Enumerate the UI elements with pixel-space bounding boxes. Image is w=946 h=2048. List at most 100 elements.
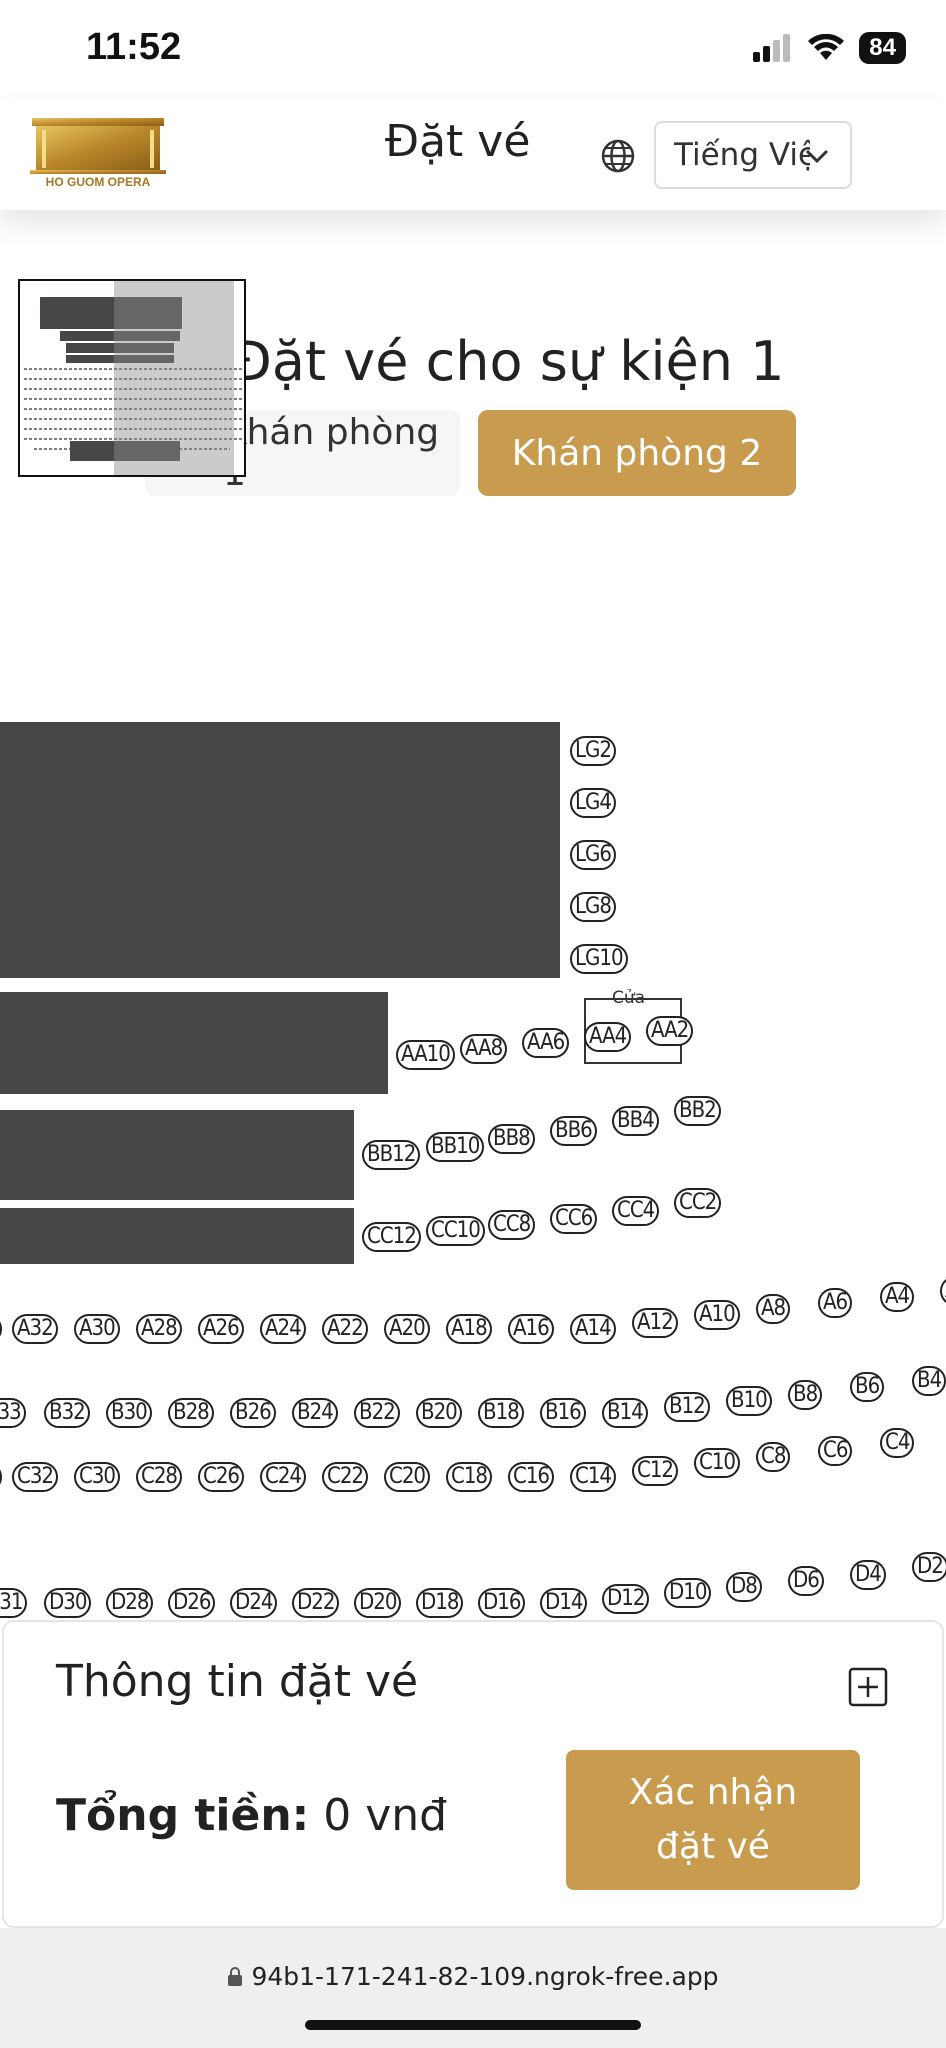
seat-d6[interactable]: D6 bbox=[788, 1566, 824, 1596]
seat-b10[interactable]: B10 bbox=[726, 1386, 772, 1416]
seat-c30[interactable]: C30 bbox=[74, 1462, 121, 1492]
seat-a4[interactable]: A4 bbox=[880, 1282, 915, 1312]
seat-cc12[interactable]: CC12 bbox=[362, 1222, 421, 1252]
seat-bb10[interactable]: BB10 bbox=[426, 1132, 485, 1162]
seat-c32[interactable]: C32 bbox=[12, 1462, 59, 1492]
seat-d20[interactable]: D20 bbox=[354, 1588, 402, 1618]
seat-d4[interactable]: D4 bbox=[850, 1560, 886, 1590]
seat-aa6[interactable]: AA6 bbox=[522, 1028, 570, 1058]
seat-lg4[interactable]: LG4 bbox=[570, 788, 616, 818]
seat-b30[interactable]: B30 bbox=[106, 1398, 152, 1428]
total-value: 0 vnđ bbox=[323, 1790, 448, 1841]
seat-c34[interactable]: C34 bbox=[0, 1462, 3, 1492]
seat-lg6[interactable]: LG6 bbox=[570, 840, 616, 870]
seat-b33[interactable]: B33 bbox=[0, 1398, 26, 1428]
seat-d24[interactable]: D24 bbox=[230, 1588, 278, 1618]
seat-a32[interactable]: A32 bbox=[12, 1314, 58, 1344]
seat-b28[interactable]: B28 bbox=[168, 1398, 214, 1428]
seat-bb6[interactable]: BB6 bbox=[550, 1116, 597, 1146]
seat-b18[interactable]: B18 bbox=[478, 1398, 524, 1428]
seat-bb4[interactable]: BB4 bbox=[612, 1106, 659, 1136]
seat-cc4[interactable]: CC4 bbox=[612, 1196, 660, 1226]
seat-lg2[interactable]: LG2 bbox=[570, 736, 616, 766]
seat-a34[interactable]: A34 bbox=[0, 1314, 2, 1344]
seat-d14[interactable]: D14 bbox=[540, 1588, 588, 1618]
seat-c6[interactable]: C6 bbox=[818, 1436, 853, 1466]
seat-d31[interactable]: D31 bbox=[0, 1588, 28, 1618]
seat-d16[interactable]: D16 bbox=[478, 1588, 526, 1618]
confirm-booking-label: Xác nhận đặt vé bbox=[628, 1772, 798, 1867]
seat-d30[interactable]: D30 bbox=[44, 1588, 92, 1618]
seat-b4[interactable]: B4 bbox=[912, 1366, 946, 1396]
seat-b20[interactable]: B20 bbox=[416, 1398, 462, 1428]
seat-b22[interactable]: B22 bbox=[354, 1398, 400, 1428]
seat-c8[interactable]: C8 bbox=[756, 1442, 791, 1472]
seat-b12[interactable]: B12 bbox=[664, 1392, 710, 1422]
globe-icon[interactable] bbox=[600, 138, 636, 174]
seat-aa4[interactable]: AA4 bbox=[584, 1022, 632, 1052]
seat-a20[interactable]: A20 bbox=[384, 1314, 430, 1344]
seat-cc10[interactable]: CC10 bbox=[426, 1216, 485, 1246]
seat-a10[interactable]: A10 bbox=[694, 1300, 740, 1330]
seat-cc8[interactable]: CC8 bbox=[488, 1210, 536, 1240]
seat-c28[interactable]: C28 bbox=[136, 1462, 183, 1492]
language-select[interactable]: Tiếng Việt bbox=[654, 121, 852, 189]
seat-d10[interactable]: D10 bbox=[664, 1578, 712, 1608]
seat-lg10[interactable]: LG10 bbox=[570, 944, 628, 974]
seat-b26[interactable]: B26 bbox=[230, 1398, 276, 1428]
seat-c16[interactable]: C16 bbox=[508, 1462, 555, 1492]
seat-bb8[interactable]: BB8 bbox=[488, 1124, 535, 1154]
seat-aa8[interactable]: AA8 bbox=[460, 1034, 508, 1064]
seat-a16[interactable]: A16 bbox=[508, 1314, 554, 1344]
seat-c12[interactable]: C12 bbox=[632, 1456, 679, 1486]
total-price: Tổng tiền: 0 vnđ bbox=[56, 1790, 447, 1841]
seat-b16[interactable]: B16 bbox=[540, 1398, 586, 1428]
seat-aa10[interactable]: AA10 bbox=[396, 1040, 455, 1070]
seat-d26[interactable]: D26 bbox=[168, 1588, 216, 1618]
seat-a24[interactable]: A24 bbox=[260, 1314, 306, 1344]
seat-c24[interactable]: C24 bbox=[260, 1462, 307, 1492]
url-text[interactable]: 94b1-171-241-82-109.ngrok-free.app bbox=[0, 1962, 946, 1991]
seat-block-lg bbox=[0, 722, 560, 978]
seat-b24[interactable]: B24 bbox=[292, 1398, 338, 1428]
seat-d2[interactable]: D2 bbox=[912, 1552, 946, 1582]
seat-c14[interactable]: C14 bbox=[570, 1462, 617, 1492]
seat-a30[interactable]: A30 bbox=[74, 1314, 120, 1344]
tab-hall-2[interactable]: Khán phòng 2 bbox=[478, 410, 796, 496]
seat-aa2[interactable]: AA2 bbox=[646, 1016, 694, 1046]
seat-bb12[interactable]: BB12 bbox=[362, 1140, 421, 1170]
seat-a26[interactable]: A26 bbox=[198, 1314, 244, 1344]
seat-b6[interactable]: B6 bbox=[850, 1372, 885, 1402]
seat-b32[interactable]: B32 bbox=[44, 1398, 90, 1428]
expand-plus-icon[interactable] bbox=[844, 1663, 892, 1711]
seat-a6[interactable]: A6 bbox=[818, 1288, 853, 1318]
seat-d28[interactable]: D28 bbox=[106, 1588, 154, 1618]
seat-a28[interactable]: A28 bbox=[136, 1314, 182, 1344]
seat-c4[interactable]: C4 bbox=[880, 1428, 915, 1458]
seat-d12[interactable]: D12 bbox=[602, 1584, 650, 1614]
seat-a14[interactable]: A14 bbox=[570, 1314, 616, 1344]
seat-c10[interactable]: C10 bbox=[694, 1448, 741, 1478]
seat-c20[interactable]: C20 bbox=[384, 1462, 431, 1492]
seat-c22[interactable]: C22 bbox=[322, 1462, 369, 1492]
seat-a18[interactable]: A18 bbox=[446, 1314, 492, 1344]
seat-d22[interactable]: D22 bbox=[292, 1588, 340, 1618]
seat-c18[interactable]: C18 bbox=[446, 1462, 493, 1492]
logo[interactable]: HO GUOM OPERA bbox=[28, 116, 168, 190]
seat-c26[interactable]: C26 bbox=[198, 1462, 245, 1492]
confirm-booking-button[interactable]: Xác nhận đặt vé bbox=[566, 1750, 860, 1890]
seat-lg8[interactable]: LG8 bbox=[570, 892, 616, 922]
seat-d18[interactable]: D18 bbox=[416, 1588, 464, 1618]
seat-cc6[interactable]: CC6 bbox=[550, 1204, 598, 1234]
seat-cc2[interactable]: CC2 bbox=[674, 1188, 722, 1218]
seat-a22[interactable]: A22 bbox=[322, 1314, 368, 1344]
seat-b14[interactable]: B14 bbox=[602, 1398, 648, 1428]
seat-a2[interactable]: A2 bbox=[940, 1276, 946, 1306]
booking-title: Thông tin đặt vé bbox=[56, 1656, 419, 1707]
seat-minimap[interactable] bbox=[18, 279, 246, 477]
seat-a12[interactable]: A12 bbox=[632, 1308, 678, 1338]
seat-a8[interactable]: A8 bbox=[756, 1294, 791, 1324]
seat-d8[interactable]: D8 bbox=[726, 1572, 762, 1602]
seat-b8[interactable]: B8 bbox=[788, 1380, 823, 1410]
seat-bb2[interactable]: BB2 bbox=[674, 1096, 721, 1126]
